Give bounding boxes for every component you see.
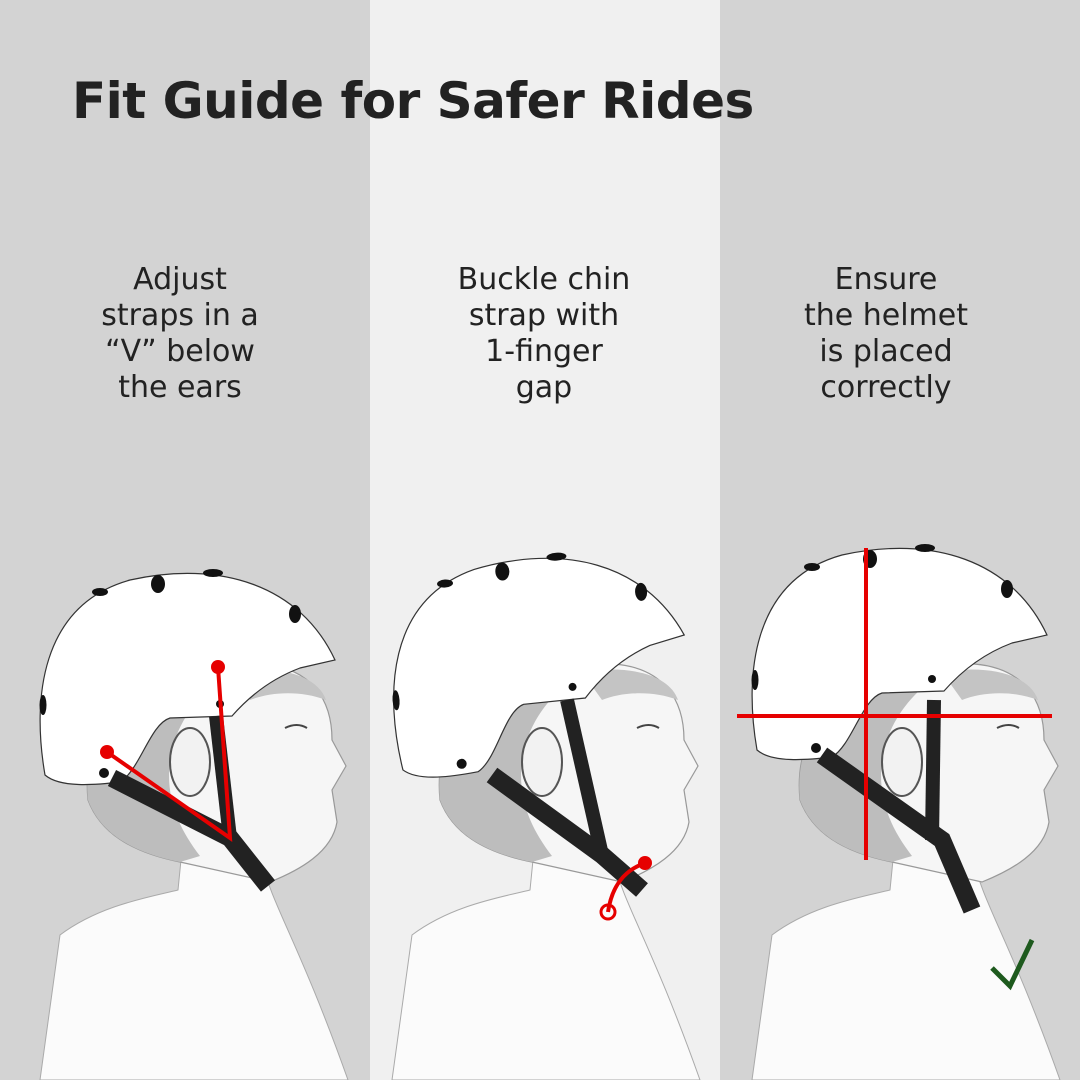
step-3-caption: Ensure the helmet is placed correctly xyxy=(803,262,969,405)
figure-3 xyxy=(750,543,1061,1080)
figure-1 xyxy=(38,568,349,1080)
step-2-caption: Buckle chin strap with 1-finger gap xyxy=(457,262,631,405)
chin-buckle-guide xyxy=(599,856,652,921)
step-1-caption: Adjust straps in a “V” below the ears xyxy=(101,262,259,405)
page-title: Fit Guide for Safer Rides xyxy=(72,72,754,130)
figure-2 xyxy=(382,543,701,1080)
v-strap-guide xyxy=(105,666,233,843)
placement-crosshair xyxy=(737,548,1052,860)
checkmark-icon xyxy=(990,938,1035,991)
